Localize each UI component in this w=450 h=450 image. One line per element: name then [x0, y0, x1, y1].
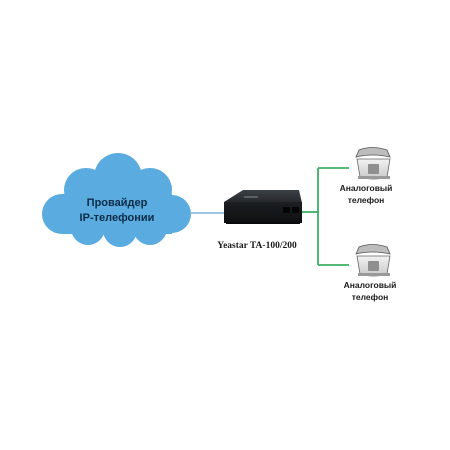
cloud-shape	[42, 153, 191, 247]
gateway-port	[283, 207, 290, 213]
telephone-icon	[355, 244, 391, 277]
phone-base	[358, 273, 390, 276]
phone-upper-label-line2: телефон	[348, 195, 385, 205]
gateway-front	[224, 202, 302, 223]
phone-upper	[355, 147, 391, 180]
keypad	[368, 261, 379, 271]
keypad	[368, 164, 379, 174]
phone-upper-label-line1: Аналоговый	[340, 183, 393, 193]
provider-label-line1: Провайдер	[87, 197, 148, 209]
gateway-base	[226, 222, 300, 224]
phone-lower-label-line1: Аналоговый	[344, 280, 397, 290]
phone-base	[358, 176, 390, 179]
handset	[355, 244, 391, 255]
gateway-label: Yeastar TA-100/200	[217, 241, 297, 251]
provider-cloud: Провайдер IP-телефонии	[42, 153, 191, 247]
gateway-port	[292, 207, 299, 213]
provider-label-line2: IP-телефонии	[80, 212, 155, 224]
gateway-device	[224, 190, 302, 224]
telephone-icon	[355, 147, 391, 180]
cloud-core	[62, 194, 172, 234]
handset	[355, 147, 391, 158]
phone-links	[302, 167, 349, 266]
phone-lower	[355, 244, 391, 277]
gateway-top	[224, 190, 302, 203]
phone-lower-label-line2: телефон	[352, 292, 389, 302]
gateway-logo	[244, 196, 258, 198]
